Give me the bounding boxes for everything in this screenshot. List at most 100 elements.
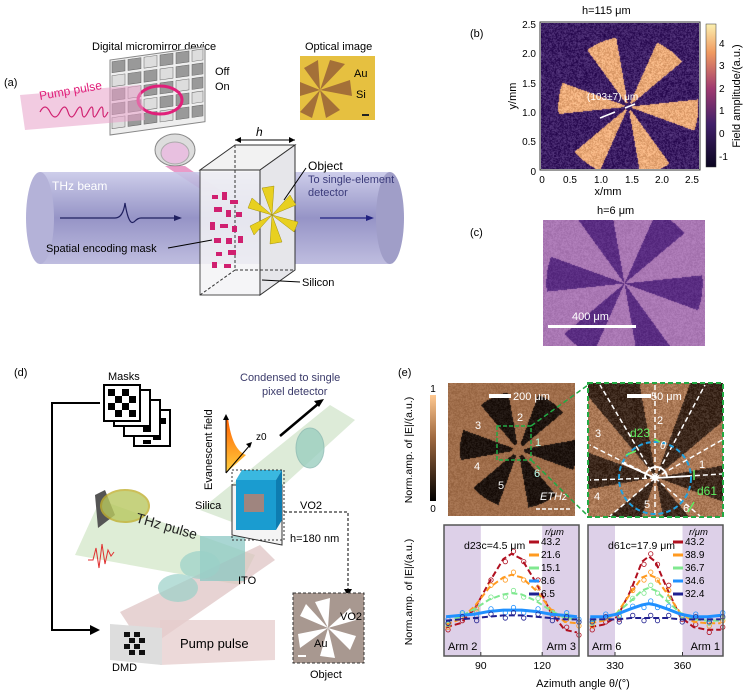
cbar-max: 1 <box>430 384 436 395</box>
dmd-chip <box>110 624 162 665</box>
ytick: 1.0 <box>522 108 536 119</box>
dmd-label: DMD <box>112 662 137 674</box>
panel-a-label: (a) <box>4 77 17 89</box>
panel-b-colorbar <box>706 24 716 167</box>
legend-entry: 8.6 <box>541 576 555 587</box>
silicon-label: Silicon <box>302 277 334 289</box>
panel-b-heatmap <box>541 23 699 169</box>
panel-c-label: (c) <box>470 227 483 239</box>
x-tick-label: 360 <box>674 660 692 672</box>
ytick: 2.0 <box>522 49 536 60</box>
cbar-tick: 0 <box>719 129 725 140</box>
x-tick-label: 90 <box>475 660 487 672</box>
xtick: 0 <box>539 175 545 186</box>
mask-label: Spatial encoding mask <box>46 243 157 255</box>
cbar-tick: 2 <box>719 84 725 95</box>
legend-title: r/μm <box>545 527 564 538</box>
panel-e-line-charts: 43.2 21.6 15.1 8.6 6.5 r/μm d23c=4.5 μm Arm 2 Ar… <box>444 525 725 672</box>
masks-stack <box>104 385 170 446</box>
legend-entry: 38.9 <box>685 550 705 561</box>
x-tick-label: 330 <box>606 660 624 672</box>
output-lens <box>296 428 324 468</box>
xtick: 0.5 <box>563 175 577 186</box>
legend-entry: 36.7 <box>685 563 705 574</box>
optical-image-title: Optical image <box>305 41 372 53</box>
cbar-tick: -1 <box>719 152 728 163</box>
cbar-tick: 1 <box>719 106 725 117</box>
xtick: 1.5 <box>625 175 639 186</box>
legend-entry: 21.6 <box>541 550 561 561</box>
object-vo2-label: VO2 <box>340 611 362 623</box>
xtick: 2.5 <box>685 175 699 186</box>
panel-e-cbar-label: Norm.amp. of |E|/(a.u.) <box>403 397 415 503</box>
evanescent-label: Evanescent field <box>203 409 215 490</box>
cbar-min: 0 <box>430 504 436 515</box>
panel-e-xlabel: Azimuth angle θ/(°) <box>536 678 630 690</box>
legend-entry: 43.2 <box>541 537 561 548</box>
panel-b-xticks: 0 0.5 1.0 1.5 2.0 2.5 <box>539 175 699 186</box>
label-au: Au <box>354 68 367 80</box>
region-label: Arm 1 <box>691 641 720 653</box>
pump-lens-1 <box>180 551 220 579</box>
xtick: 2.0 <box>655 175 669 186</box>
ito-label: ITO <box>238 575 257 587</box>
panel-a: (a) Digital micromirror device Optical i… <box>4 41 404 295</box>
zoom-arrow <box>284 512 348 590</box>
detector-label-2: detector <box>308 187 348 199</box>
panel-c-image <box>543 220 705 346</box>
legend-entry: 34.6 <box>685 576 705 587</box>
panel-d-label: (d) <box>14 367 27 379</box>
xtick: 1.0 <box>594 175 608 186</box>
x-tick-label: 120 <box>533 660 551 672</box>
thz-beam-label: THz beam <box>52 179 107 193</box>
detector-label-1: To single-element <box>308 174 394 186</box>
condensed-label-1: Condensed to single <box>240 372 340 384</box>
region-label: Arm 6 <box>592 641 621 653</box>
label-off: Off <box>215 66 230 78</box>
evanescent-field-profile <box>226 418 246 473</box>
z0-label: z0 <box>256 432 267 443</box>
pump-lens-2 <box>158 574 198 602</box>
object-label-d: Object <box>310 669 342 681</box>
optical-image: Au Si <box>300 56 375 120</box>
cbar-tick: 4 <box>719 39 725 50</box>
panel-e-label: (e) <box>398 367 411 379</box>
ytick: 0.5 <box>522 137 536 148</box>
panel-b-cbar-ticks: -1 0 1 2 3 4 <box>719 39 728 163</box>
h-180nm-label: h=180 nm <box>290 533 339 545</box>
panel-d: (d) Masks Condensed to single pixel dete… <box>14 367 364 681</box>
panel-e-image-full <box>448 383 575 516</box>
thickness-h-label: h <box>256 125 263 139</box>
chart-annotation: d23c=4.5 μm <box>464 540 525 552</box>
masks-label: Masks <box>108 371 140 383</box>
legend-entry: 6.5 <box>541 589 555 600</box>
panel-b-ylabel: y/mm <box>507 83 519 110</box>
panel-b-cbar-label: Field amplitude/(a.u.) <box>731 44 743 147</box>
cbar-tick: 3 <box>719 61 725 72</box>
region-label: Arm 3 <box>547 641 576 653</box>
panel-e-colorbar <box>430 395 436 501</box>
condensed-label-2: pixel detector <box>262 386 328 398</box>
lens-inner <box>161 142 189 164</box>
legend-entry: 43.2 <box>685 537 705 548</box>
pump-pulse-label-d: Pump pulse <box>180 636 249 651</box>
legend-entry: 32.4 <box>685 589 705 600</box>
ytick: 1.5 <box>522 79 536 90</box>
panel-c-title: h=6 μm <box>597 205 634 217</box>
object-image-d: VO2 Au <box>293 593 364 663</box>
ytick: 2.5 <box>522 20 536 31</box>
line-chart-2: 43.2 38.9 36.7 34.6 32.4 r/μm d61c=17.9 μm Arm … <box>588 525 725 672</box>
sample-stack <box>232 470 284 545</box>
region-label: Arm 2 <box>448 641 477 653</box>
chart-annotation: d61c=17.9 μm <box>608 540 675 552</box>
panel-b-title: h=115 μm <box>582 5 631 17</box>
silicon-block <box>200 137 298 295</box>
legend-entry: 15.1 <box>541 563 561 574</box>
panel-b-yticks: 0 0.5 1.0 1.5 2.0 2.5 <box>522 20 536 178</box>
vo2-label: VO2 <box>300 500 322 512</box>
panel-b-label: (b) <box>470 28 483 40</box>
legend-title: r/μm <box>689 527 708 538</box>
label-si: Si <box>356 89 366 101</box>
object-au-label: Au <box>314 638 327 650</box>
